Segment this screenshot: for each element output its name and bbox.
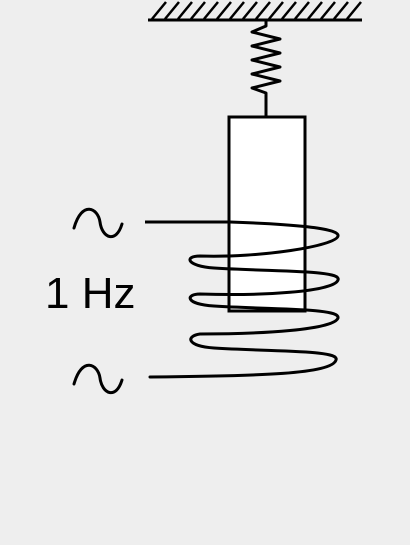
magnet-block <box>227 115 307 313</box>
frequency-label: 1 Hz <box>45 269 136 318</box>
ac-source-bottom-icon <box>72 363 124 394</box>
coil <box>148 220 340 379</box>
spring <box>250 21 282 117</box>
ac-source-top-icon <box>72 207 124 238</box>
ceiling-support <box>148 1 362 22</box>
ceiling-hatching <box>151 1 362 20</box>
